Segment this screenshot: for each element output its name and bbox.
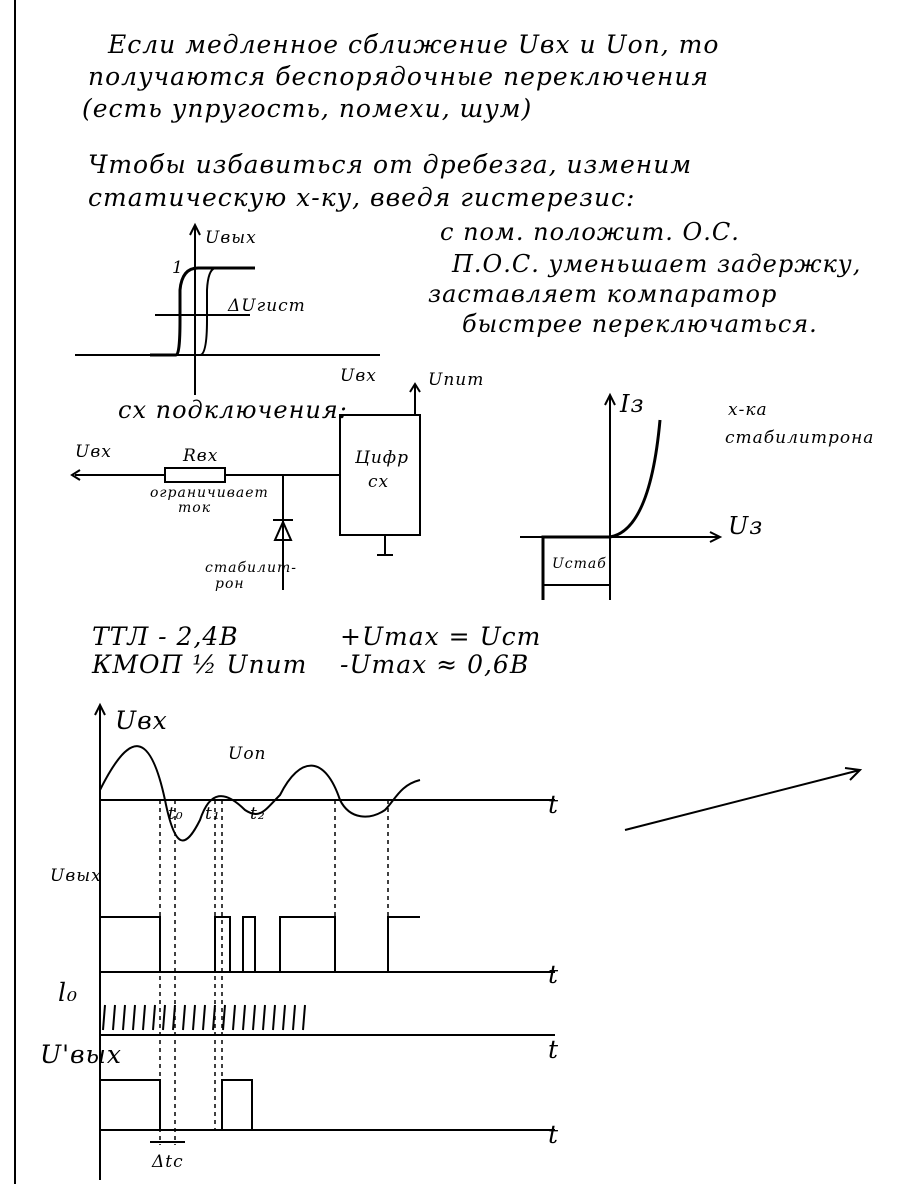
t-axis-label: t xyxy=(548,1035,560,1064)
l0-label: l₀ xyxy=(58,978,79,1007)
note-line: заставляет компаратор xyxy=(428,280,778,308)
zener-characteristic xyxy=(520,392,723,600)
page-margin-line xyxy=(14,0,16,1184)
input-label: Uвх xyxy=(75,442,112,462)
resistor-note: ограничивает xyxy=(150,485,269,501)
hysteresis-delta-label: ΔUгист xyxy=(228,296,306,316)
zener-label: стабилит- xyxy=(205,560,297,576)
t-axis-label: t xyxy=(548,960,560,989)
note-line: П.О.С. уменьшает задержку, xyxy=(452,250,862,278)
digital-block xyxy=(339,414,421,536)
waveform-diagram xyxy=(94,702,555,1180)
circuit-diagram xyxy=(70,382,421,590)
zener-label: рон xyxy=(215,576,245,592)
hysteresis-mark: 1 xyxy=(172,258,184,278)
t0-label: t₀ xyxy=(168,804,184,824)
uref-label: Uоп xyxy=(228,744,267,764)
resistor-label: Rвх xyxy=(183,446,219,466)
block-label: сх xyxy=(368,472,390,492)
zener-stab-label: Uстаб xyxy=(552,556,607,572)
uin-label: Uвх xyxy=(115,706,168,735)
zener-x-label: Uз xyxy=(728,512,764,540)
block-label: Цифр xyxy=(355,448,409,468)
hysteresis-x-label: Uвх xyxy=(340,366,377,386)
circuit-title: сх подключения: xyxy=(118,396,348,424)
cmos-level: КМОП ½ Uпит xyxy=(92,650,308,679)
uout-label: Uвых xyxy=(50,866,102,886)
zener-diode-icon xyxy=(273,519,293,541)
text-line: Чтобы избавиться от дребезга, изменим xyxy=(88,150,693,179)
t-axis-label: t xyxy=(548,790,560,819)
text-line: получаются беспорядочные переключения xyxy=(88,62,710,91)
uout2-label: U'вых xyxy=(40,1040,122,1069)
t1-label: t₁ xyxy=(205,804,221,824)
pulse-train xyxy=(102,1004,306,1031)
hysteresis-y-label: Uвых xyxy=(205,228,257,248)
zener-title: стабилитрона xyxy=(725,428,875,448)
resistor-icon xyxy=(164,467,226,483)
dt-label: Δtс xyxy=(152,1152,184,1172)
note-line: с пом. положит. О.С. xyxy=(440,218,740,246)
ttl-level: ТТЛ - 2,4В xyxy=(92,622,239,651)
text-line: статическую х-ку, введя гистерезис: xyxy=(88,183,636,212)
t-axis-label: t xyxy=(548,1120,560,1149)
zener-y-label: Iз xyxy=(620,390,645,418)
arrow-sketch xyxy=(624,767,863,831)
text-line: Если медленное сближение Uвх и Uоп, то xyxy=(108,30,720,59)
supply-label: Uпит xyxy=(428,370,485,390)
note-line: быстрее переключаться. xyxy=(462,310,818,338)
plus-umax: +Umax = Uст xyxy=(340,622,542,651)
zener-title: х-ка xyxy=(728,400,768,420)
hysteresis-graph xyxy=(75,222,380,395)
minus-umax: -Umax ≈ 0,6В xyxy=(340,650,530,679)
resistor-note: ток xyxy=(178,500,212,516)
text-line: (есть упругость, помехи, шум) xyxy=(82,94,533,123)
